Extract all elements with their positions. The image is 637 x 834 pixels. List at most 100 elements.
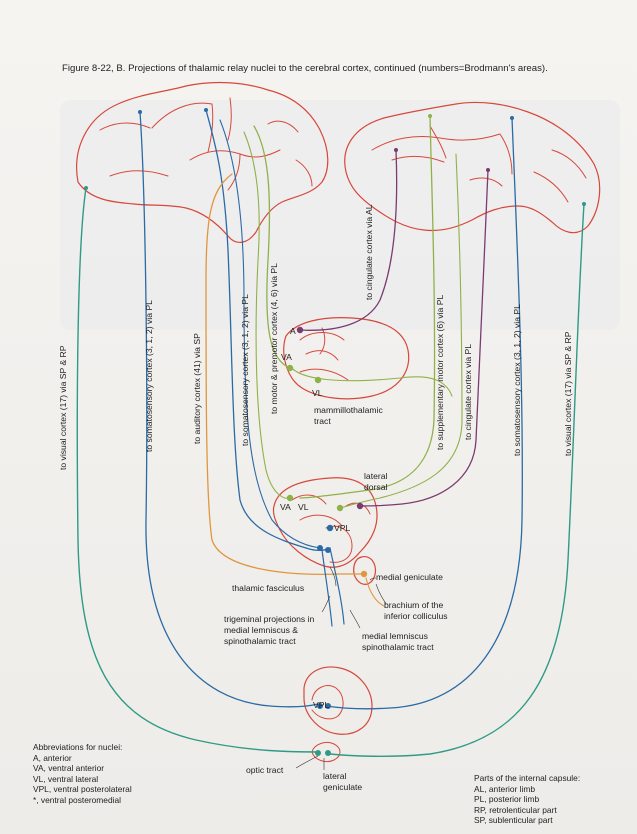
dot-VL-mid <box>336 504 344 512</box>
abbreviation-item: VL, ventral lateral <box>33 773 99 784</box>
capsule-parts-heading: Parts of the internal capsule: <box>474 773 581 783</box>
label-optic-tract: optic tract <box>246 765 284 775</box>
upper-thalamus-outline <box>283 317 410 400</box>
dot-cortex-visual-r <box>582 202 586 206</box>
dot-VA-upper <box>286 364 294 372</box>
label-lateral-dorsal-2: dorsal <box>364 482 387 492</box>
motor-path <box>253 125 291 369</box>
cortex-shading <box>60 100 620 330</box>
dot-cortex-cing <box>394 148 398 152</box>
label-trigeminal-1: trigeminal projections in <box>224 614 314 624</box>
dot-cortex-ld <box>486 168 490 172</box>
visual-left-path <box>76 187 319 753</box>
dot-lat-gen-a <box>315 750 321 756</box>
label-lateral-geniculate-2: geniculate <box>323 782 362 792</box>
supplementary-motor-path <box>299 115 436 499</box>
label-trigeminal-3: spinothalamic tract <box>224 636 296 646</box>
label-visual-left: to visual cortex (17) via SP & RP <box>58 345 68 470</box>
cingulate-al-path <box>299 149 398 331</box>
dot-cortex-ss-m <box>204 108 208 112</box>
dot-VPL-low-b <box>325 703 331 709</box>
label-visual-right: to visual cortex (17) via SP & RP <box>563 331 573 456</box>
label-A: A <box>290 326 296 336</box>
label-VA-mid: VA <box>280 502 291 512</box>
dot-VL-upper <box>314 376 322 384</box>
label-somatosensory-mid: to somatosensory cortex (3, 1, 2) via PL <box>240 294 250 446</box>
label-VA-upper: VA <box>281 352 292 362</box>
somatosensory-mid-path-2 <box>219 119 321 549</box>
somatosensory-mid-path <box>205 109 331 551</box>
left-hemisphere-outline <box>76 81 329 243</box>
capsule-part-item: SP, sublenticular part <box>474 815 553 826</box>
medial-geniculate-shape <box>353 556 377 585</box>
abbreviation-item: VA, ventral anterior <box>33 763 105 774</box>
mammillothalamic-path <box>289 365 453 397</box>
abbreviation-item: *, ventral posteromedial <box>33 794 121 805</box>
nucleus-labels: A VA VL VA VL VPL VPL <box>280 326 350 710</box>
label-medial-geniculate: medial geniculate <box>376 572 443 582</box>
brachium-path <box>365 577 385 607</box>
somatosensory-right-path <box>325 117 523 710</box>
lemniscus-path <box>329 547 345 625</box>
label-leaders <box>295 566 387 770</box>
somatosensory-left-path <box>139 111 319 708</box>
label-mammillothalamic-2: tract <box>314 416 331 426</box>
abbreviation-item: A, anterior <box>33 752 72 763</box>
right-hemisphere-outline <box>344 101 601 234</box>
capsule-part-item: PL, posterior limb <box>474 794 540 805</box>
dot-VA-mid <box>286 494 294 502</box>
lower-thalamus-outline <box>303 666 373 735</box>
label-VPL-low: VPL <box>313 700 329 710</box>
middle-thalamus-outline <box>272 477 378 568</box>
label-thalamic-fasciculus: thalamic fasciculus <box>232 583 304 593</box>
visual-right-path <box>329 203 585 757</box>
label-somatosensory-right: to somatosensory cortex (3, 1, 2) via PL <box>512 304 522 456</box>
lemniscus-path-2 <box>321 549 333 627</box>
abbreviation-item: VPL, ventral posterolateral <box>33 784 132 795</box>
nucleus-dots <box>84 108 586 756</box>
capsule-part-item: RP, retrolenticular part <box>474 804 557 815</box>
dot-VPM-b <box>325 547 331 553</box>
capsule-parts-legend: Parts of the internal capsule: AL, anter… <box>474 773 634 826</box>
label-medial-lemniscus-1: medial lemniscus <box>362 631 428 641</box>
dot-medial-geniculate <box>360 570 368 578</box>
lower-thalamus-inner <box>311 685 344 720</box>
right-sulci <box>371 125 587 203</box>
motor-path-2 <box>243 131 291 499</box>
auditory-path <box>205 173 367 575</box>
tract-labels: to visual cortex (17) via SP & RP to som… <box>58 204 573 470</box>
label-cingulate-al: to cingulate cortex via AL <box>364 204 374 300</box>
dot-VPM-a <box>317 545 323 551</box>
left-sulci <box>99 97 313 191</box>
dot-cortex-visual-l <box>84 186 88 190</box>
label-brachium-1: brachium of the <box>384 600 443 610</box>
label-somatosensory-left: to somatosensory cortex (3, 1, 2) via PL <box>144 300 154 452</box>
label-VPL-mid: VPL <box>334 523 350 533</box>
capsule-part-item: AL, anterior limb <box>474 783 535 794</box>
label-mammillothalamic-1: mammillothalamic <box>314 405 383 415</box>
label-trigeminal-2: medial lemniscus & <box>224 625 298 635</box>
dot-A <box>296 326 304 334</box>
dot-lateral-dorsal <box>356 502 364 510</box>
lateral-geniculate-shape <box>311 741 341 763</box>
label-medial-lemniscus-2: spinothalamic tract <box>362 642 434 652</box>
dot-VPL-low-a <box>317 703 323 709</box>
label-cingulate-pl: to cingulate cortex via PL <box>463 344 473 440</box>
dot-cortex-ss-l <box>138 110 142 114</box>
lateral-dorsal-path <box>359 169 489 507</box>
middle-thalamus-inner <box>291 494 371 563</box>
label-motor: to motor & premotor cortex (4, 6) via PL <box>269 263 279 414</box>
figure-title: Figure 8-22, B. Projections of thalamic … <box>62 63 548 74</box>
dot-cortex-sma <box>428 114 432 118</box>
label-brachium-2: inferior colliculus <box>384 611 448 621</box>
label-lateral-dorsal-1: lateral <box>364 471 387 481</box>
label-lateral-geniculate-1: lateral <box>323 771 346 781</box>
structure-labels: mammillothalamic tract lateral dorsal th… <box>224 405 448 792</box>
dot-cortex-ss-r <box>510 116 514 120</box>
label-VL-upper: VL <box>312 388 323 398</box>
label-supplementary: to supplementary motor cortex (6) via PL <box>435 295 445 450</box>
dot-lat-gen-b <box>325 750 331 756</box>
label-VL-mid: VL <box>298 502 309 512</box>
